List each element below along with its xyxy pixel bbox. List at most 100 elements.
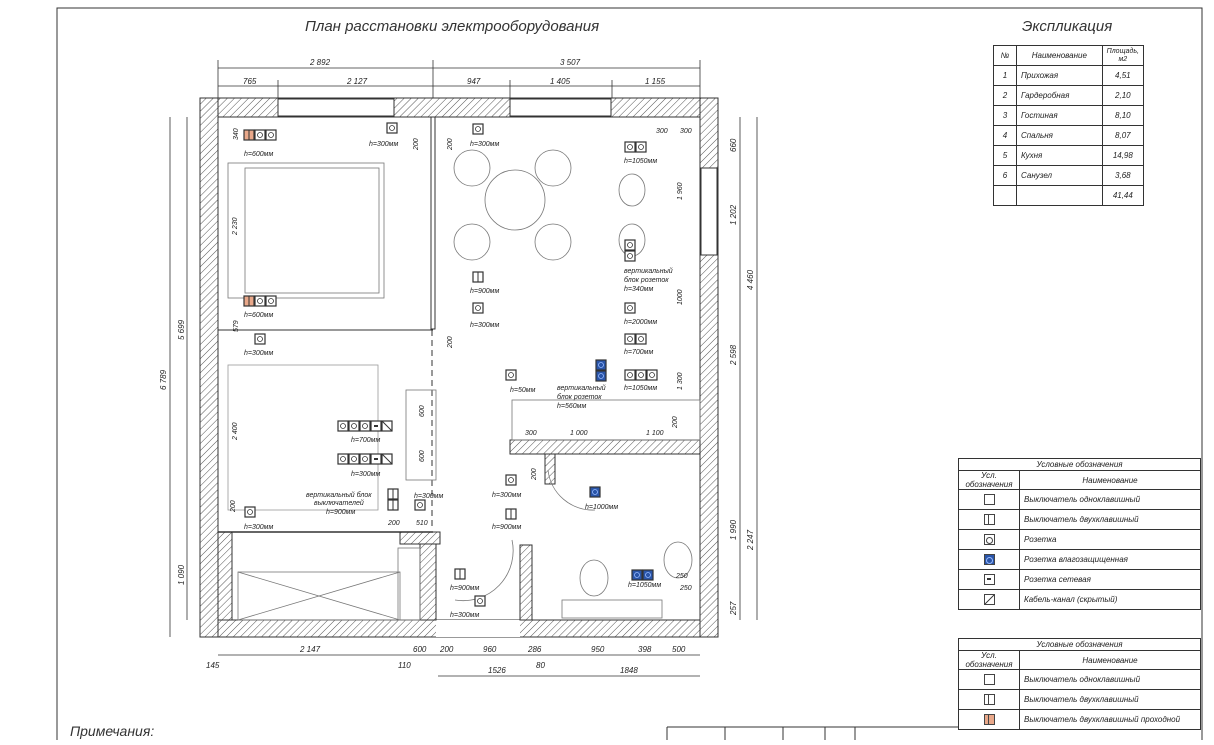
plan-title: План расстановки электрооборудования (305, 18, 600, 35)
entrance-opening (436, 620, 520, 637)
dim-bottom: 960 (483, 645, 497, 654)
dim-bottom: 500 (672, 645, 686, 654)
legend-item-name: Кабель-канал (скрытый) (1019, 589, 1201, 610)
header-cell: Площадь, м2 (1101, 45, 1145, 66)
inner-dim: 250 (679, 585, 692, 592)
dim-right: 257 (729, 601, 738, 616)
height-label: h=900мм (492, 524, 521, 531)
socket-network-icon (370, 453, 382, 465)
inner-dim: 2 230 (232, 217, 239, 236)
window (277, 98, 395, 117)
socket-icon (472, 302, 484, 314)
legend-col1: Усл. обозначения (958, 470, 1020, 490)
switch-double-icon (472, 271, 484, 283)
window (700, 167, 718, 256)
cable-channel-icon (958, 589, 1020, 610)
height-label: h=300мм (470, 141, 499, 148)
height-label: h=300мм (450, 612, 479, 619)
room-area: 8,07 (1101, 125, 1145, 146)
legend-item-name: Выключатель одноклавишный (1019, 489, 1201, 510)
inner-dim: 200 (230, 500, 237, 513)
switch-double-icon (958, 509, 1020, 530)
dimension-lines (169, 60, 758, 677)
legend-col1: Усл. обозначения (958, 650, 1020, 670)
room-name: Спальня (1016, 125, 1103, 146)
dim-bottom: 600 (413, 645, 427, 654)
height-label: h=900мм (450, 585, 479, 592)
bathtub (561, 599, 663, 619)
inner-dim: 200 (387, 520, 400, 527)
dim-top: 1 155 (645, 77, 666, 86)
inner-dim: 200 (447, 336, 454, 349)
socket-icon (254, 333, 266, 345)
legend-item-name: Выключатель двухклавишный проходной (1019, 709, 1201, 730)
dimension-labels: 2 892 3 507 765 2 127 947 1 405 1 155 6 … (159, 58, 755, 675)
socket-icon (624, 369, 636, 381)
inner-dim: 600 (419, 405, 426, 417)
explication-title: Экспликация (1022, 18, 1113, 35)
socket-icon (472, 123, 484, 135)
inner-dim: 200 (413, 138, 420, 151)
height-label: h=2000мм (624, 319, 657, 326)
room-name: Кухня (1016, 145, 1103, 166)
electrical-devices (243, 122, 658, 607)
socket-icon (337, 453, 349, 465)
legend-col2: Наименование (1019, 470, 1201, 490)
dim-top-total: 3 507 (560, 58, 581, 67)
inner-dim: 579 (233, 320, 240, 332)
dim-top: 2 127 (346, 77, 368, 86)
legend-item-name: Выключатель одноклавишный (1019, 669, 1201, 690)
height-label: h=300мм (470, 322, 499, 329)
socket-icon (646, 369, 658, 381)
legend-row: Розетка (958, 529, 1201, 550)
inner-dim: 340 (233, 128, 240, 140)
inner-dim: 1000 (677, 289, 684, 305)
room-area: 3,68 (1101, 165, 1145, 186)
dim-top-total: 2 892 (309, 58, 331, 67)
dim-bottom2: 1526 (488, 666, 506, 675)
row-number: 4 (993, 125, 1017, 146)
dim-left: 5 699 (177, 319, 186, 340)
socket-icon (386, 122, 398, 134)
legend-item-name: Розетка влагозащищенная (1019, 549, 1201, 570)
socket-icon (505, 474, 517, 486)
legend-row: Выключатель двухклавишный (958, 509, 1201, 530)
socket-icon (254, 295, 266, 307)
switch-double-icon (387, 499, 399, 511)
socket-icon (265, 295, 277, 307)
switch-double-pass-icon (243, 129, 255, 141)
legend-row: Розетка сетевая (958, 569, 1201, 590)
socket-icon (254, 129, 266, 141)
socket-waterproof-icon (631, 569, 643, 581)
switch-double-icon (958, 689, 1020, 710)
dim-left: 6 789 (159, 369, 168, 390)
dim-top: 1 405 (550, 77, 571, 86)
switch-double-pass-icon (958, 709, 1020, 730)
toilet (579, 559, 609, 597)
socket-icon (244, 506, 256, 518)
legend-item-name: Выключатель двухклавишный (1019, 509, 1201, 530)
socket-icon (348, 453, 360, 465)
height-label: h=300мм (244, 524, 273, 531)
legend-title: Условные обозначения (958, 638, 1201, 651)
dim-top: 765 (243, 77, 257, 86)
height-label: выключателей (314, 499, 364, 507)
wardrobe (237, 571, 401, 621)
dim-bottom: 286 (527, 645, 542, 654)
row-number: 2 (993, 85, 1017, 106)
height-label: вертикальный блок (306, 491, 372, 499)
dim-right: 1 990 (729, 519, 738, 540)
height-label: h=600мм (244, 312, 273, 319)
walls (199, 97, 719, 638)
height-label: h=300мм (492, 492, 521, 499)
height-label: блок розеток (557, 393, 602, 401)
socket-icon (624, 250, 636, 262)
sofa (227, 364, 379, 511)
